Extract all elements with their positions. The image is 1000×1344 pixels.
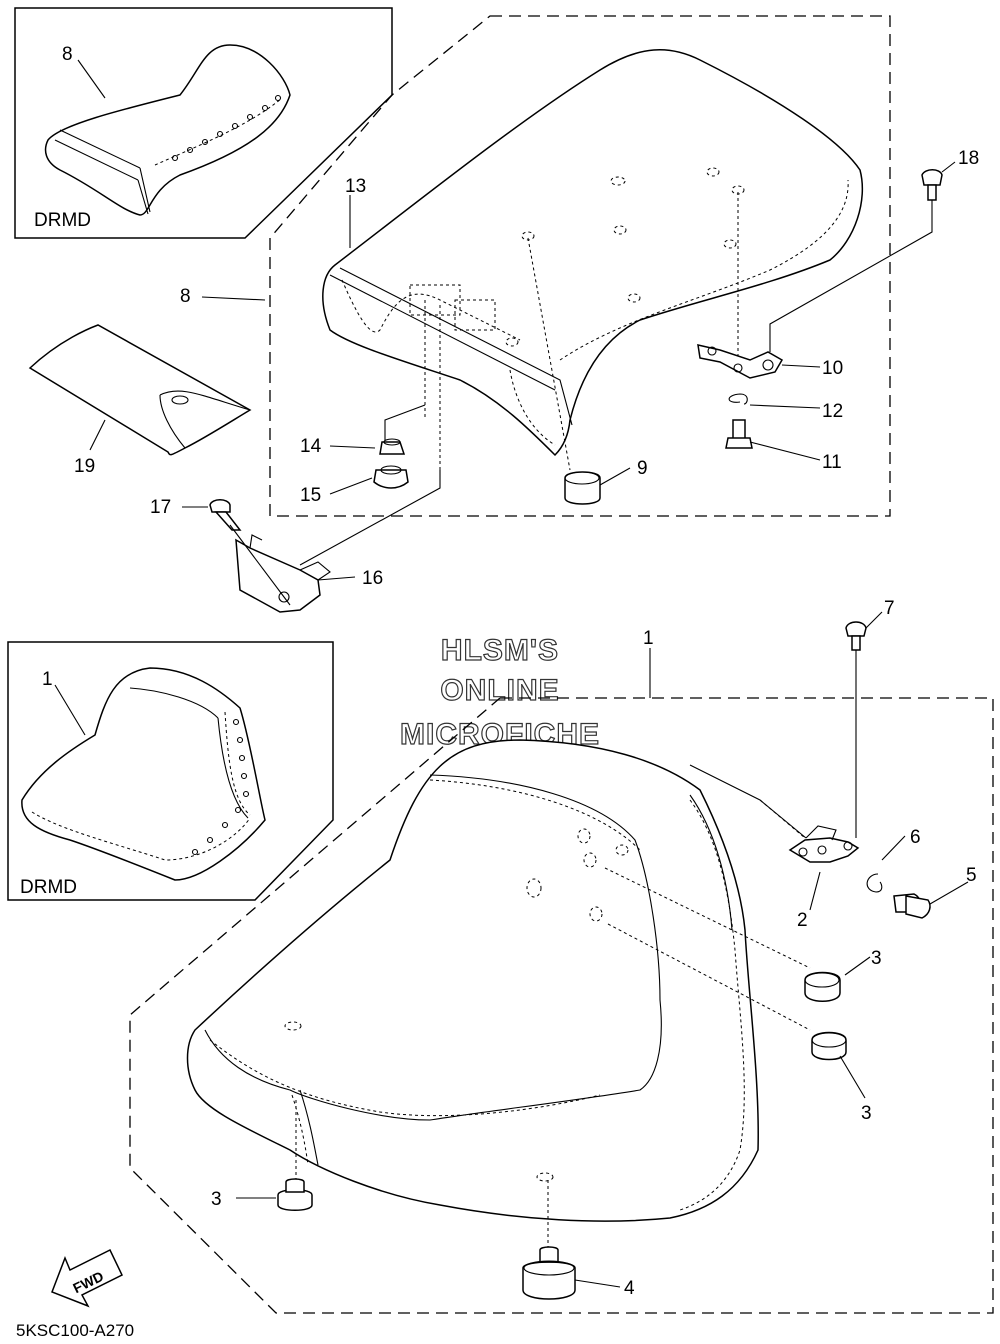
callout-5: 5: [966, 865, 977, 886]
fwd-arrow: FWD: [51, 1248, 123, 1308]
watermark: HLSM'S ONLINE MICROFICHE: [399, 633, 599, 751]
callout-9: 9: [637, 458, 648, 479]
bracket-assembly: [209, 499, 331, 613]
watermark-line-1: HLSM'S: [441, 634, 559, 667]
callout-8-inset: 8: [62, 44, 73, 65]
watermark-line-2: ONLINE: [440, 674, 559, 707]
inset-drmd-pillion: 8 DRMD: [14, 7, 393, 239]
callout-15: 15: [300, 485, 321, 506]
pillion-leaders: [89, 161, 956, 581]
callout-10: 10: [822, 358, 843, 379]
seat-cover-19: [28, 324, 252, 456]
drawing-code: 5KSC100-A270: [16, 1321, 134, 1340]
drmd-label-top: DRMD: [34, 210, 91, 231]
callout-19: 19: [74, 456, 95, 477]
pillion-seat: [322, 49, 864, 471]
callout-1-top: 1: [643, 628, 654, 649]
callout-14: 14: [300, 436, 322, 457]
callout-12: 12: [822, 401, 843, 422]
inset-main-stitch-holes: [191, 718, 250, 856]
callout-17: 17: [150, 497, 171, 518]
callout-2: 2: [797, 910, 808, 931]
callout-3-a: 3: [871, 948, 882, 969]
callout-4: 4: [624, 1278, 635, 1299]
callout-18: 18: [958, 148, 979, 169]
main-seat-leaders: [236, 611, 969, 1288]
callout-11: 11: [822, 452, 842, 473]
callout-8-side: 8: [180, 286, 191, 307]
inset-drmd-main: 1 DRMD: [7, 641, 334, 901]
callout-7: 7: [884, 598, 895, 619]
pillion-assembly-boundary: [269, 15, 891, 517]
callout-13: 13: [345, 176, 366, 197]
main-seat-assembly-boundary: [129, 697, 994, 1314]
main-seat-hardware: [277, 621, 931, 1300]
callout-3-b: 3: [861, 1103, 872, 1124]
pillion-hardware: [373, 169, 943, 505]
callout-16: 16: [362, 568, 383, 589]
main-seat: [186, 739, 811, 1250]
inset-stitch-holes: [171, 94, 282, 162]
callout-6: 6: [910, 827, 921, 848]
callout-3-c: 3: [211, 1189, 222, 1210]
callout-1-inset: 1: [42, 669, 53, 690]
drmd-label-main: DRMD: [20, 877, 77, 898]
